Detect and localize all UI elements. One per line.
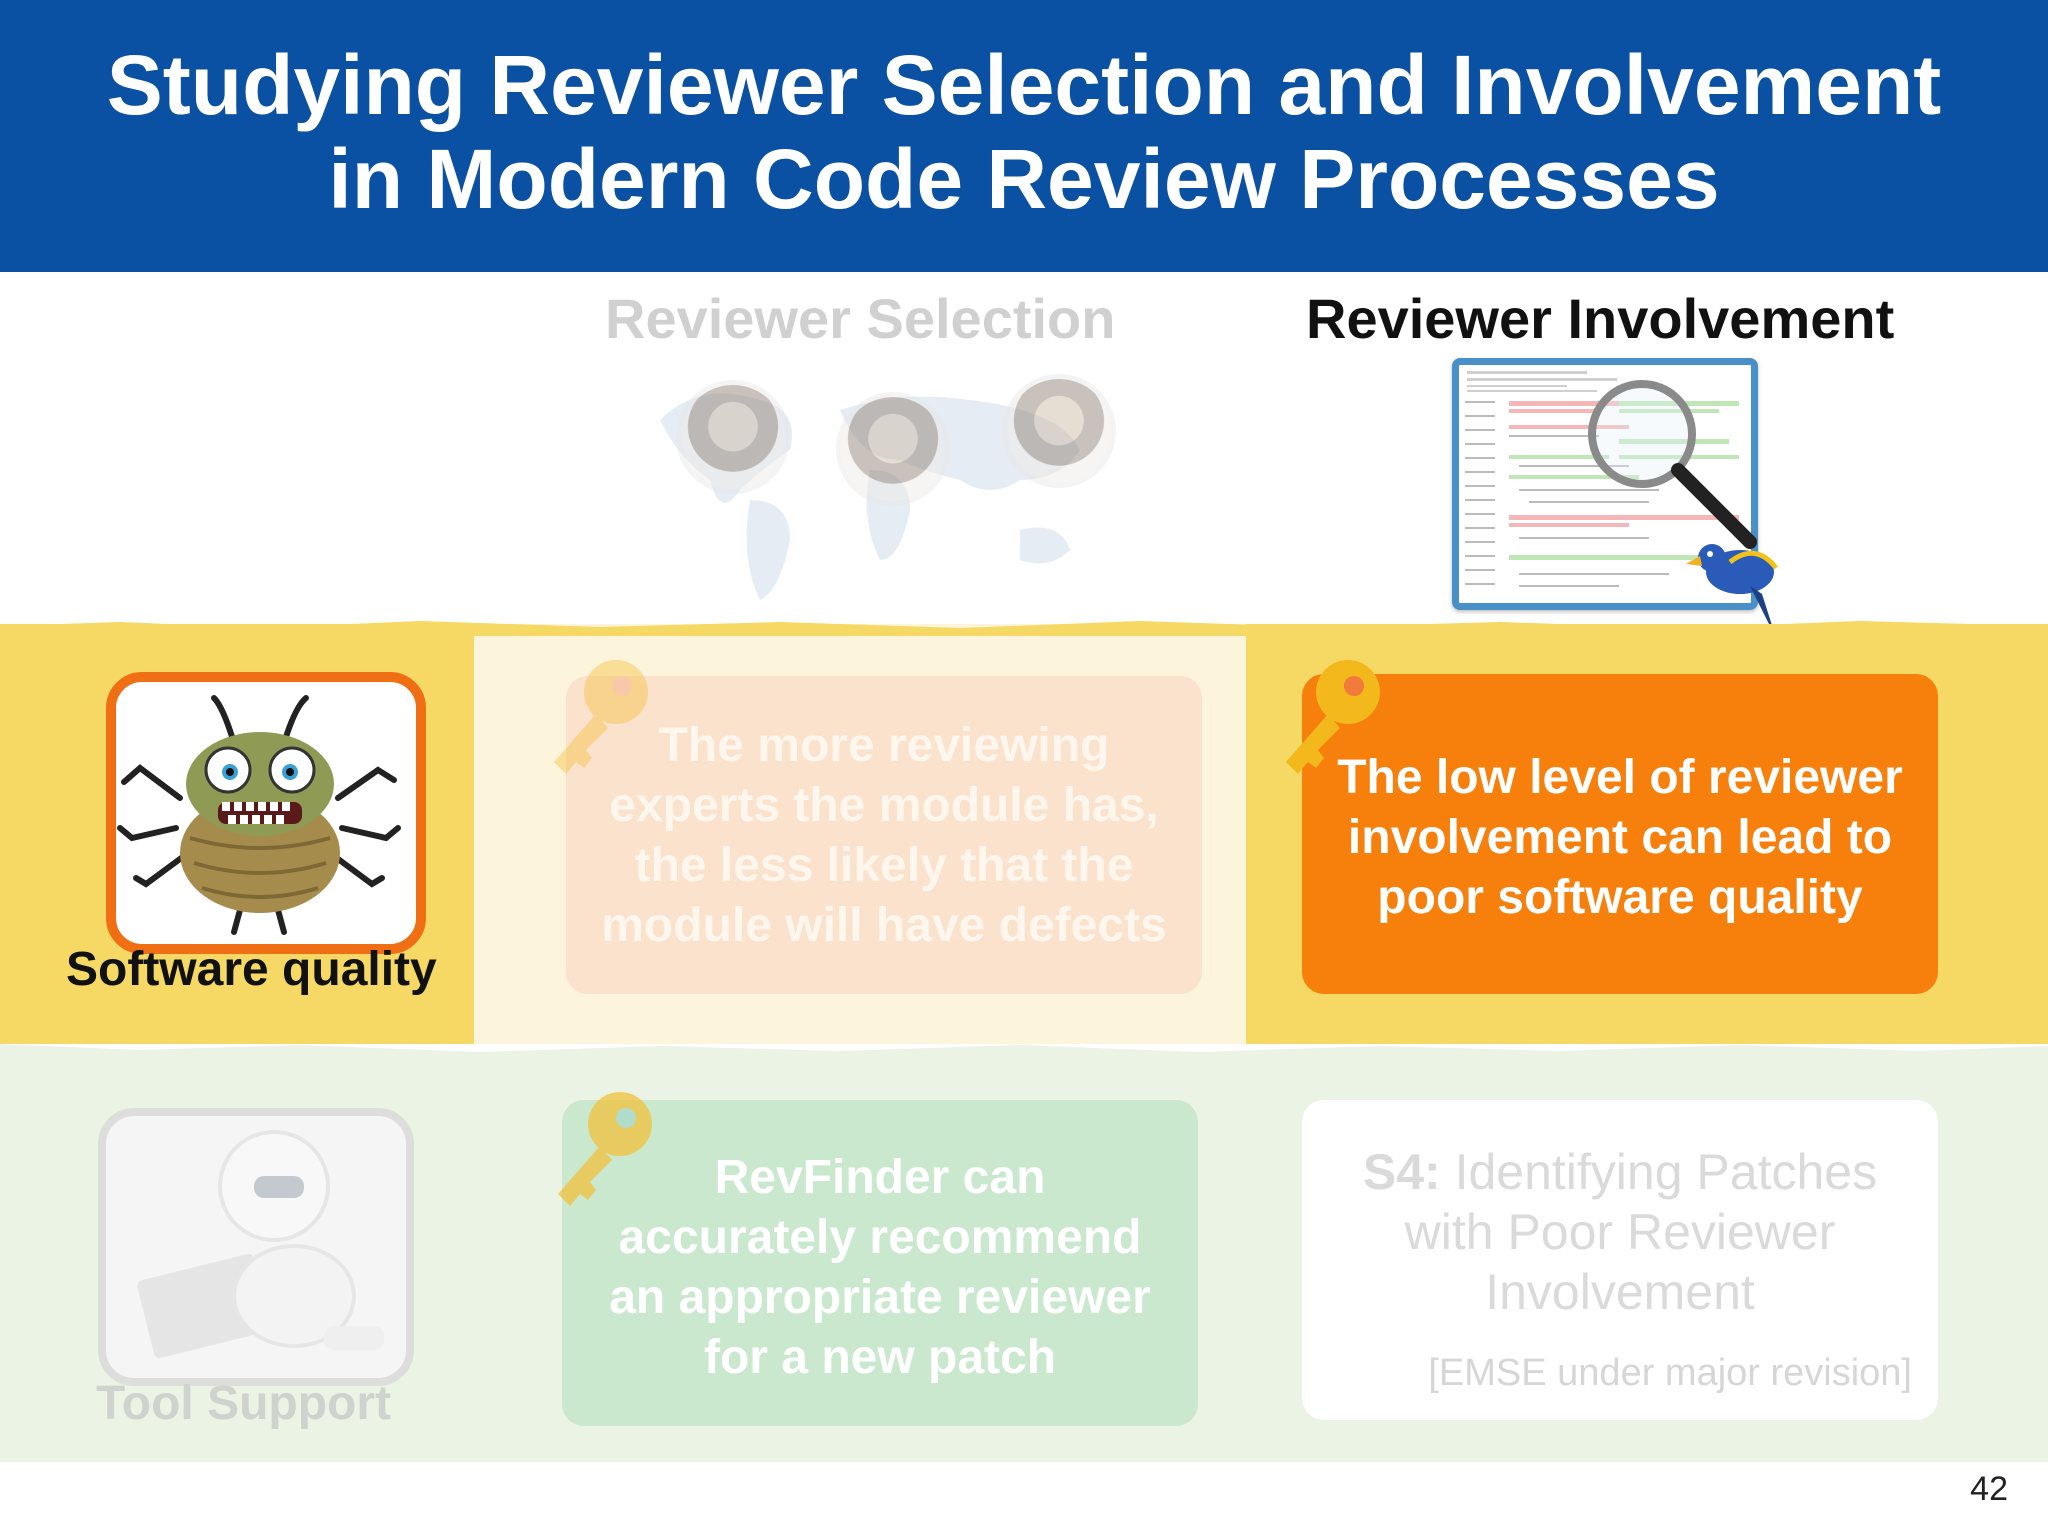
selection-quality-text: The more reviewing experts the module ha…	[601, 719, 1167, 952]
key-icon	[558, 1092, 652, 1206]
reviewer-involvement-heading: Reviewer Involvement	[1306, 287, 1895, 350]
involvement-quality-text: The low level of reviewer involvement ca…	[1337, 751, 1903, 924]
title-line-1: Studying Reviewer Selection and Involvem…	[106, 38, 1942, 132]
s4-prefix: S4:	[1362, 1144, 1441, 1200]
robot-icon	[137, 1130, 384, 1359]
s4-card: S4: Identifying Patches with Poor Review…	[1302, 1100, 1938, 1420]
title-torn-edge	[0, 252, 2048, 270]
s4-citation: [EMSE under major revision]	[1428, 1352, 1912, 1394]
selection-quality-card: The more reviewing experts the module ha…	[566, 676, 1202, 994]
key-icon	[554, 660, 648, 774]
reviewer-photo-2	[836, 392, 950, 506]
band-torn-edge-mid	[0, 1044, 2048, 1060]
title-line-2: in Modern Code Review Processes	[328, 132, 1720, 226]
tool-support-label: Tool Support	[96, 1377, 392, 1430]
reviewer-photo-3	[1002, 374, 1116, 488]
revfinder-text: RevFinder can accurately recommend an ap…	[609, 1151, 1151, 1384]
revfinder-card: RevFinder can accurately recommend an ap…	[562, 1100, 1198, 1426]
slide-title: Studying Reviewer Selection and Involvem…	[0, 38, 2048, 226]
robot-image-frame	[98, 1108, 414, 1386]
software-quality-label: Software quality	[66, 943, 437, 996]
key-icon	[1286, 660, 1380, 774]
involvement-quality-card: The low level of reviewer involvement ca…	[1302, 674, 1938, 994]
page-number: 42	[1970, 1470, 2008, 1508]
reviewer-selection-heading: Reviewer Selection	[605, 287, 1116, 350]
s4-text: S4: Identifying Patches with Poor Review…	[1362, 1144, 1878, 1320]
band-torn-edge-top	[0, 621, 2048, 636]
reviewer-photo-1	[676, 380, 790, 494]
magnifier-icon	[1588, 380, 1778, 638]
bug-icon	[117, 695, 401, 935]
title-bar	[0, 0, 2048, 272]
